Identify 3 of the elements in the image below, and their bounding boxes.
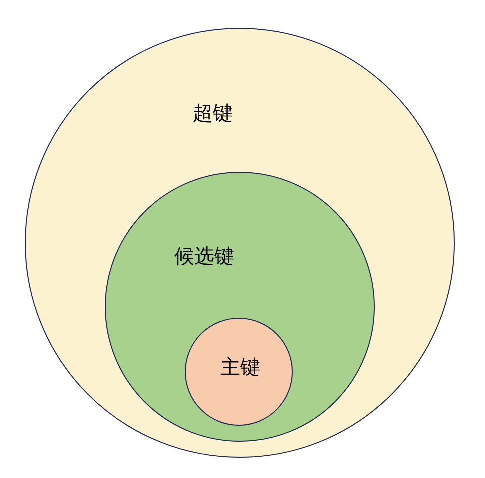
set-label: 超键 <box>193 103 233 123</box>
set-label: 候选键 <box>174 246 235 266</box>
set-label: 主键 <box>220 357 260 378</box>
